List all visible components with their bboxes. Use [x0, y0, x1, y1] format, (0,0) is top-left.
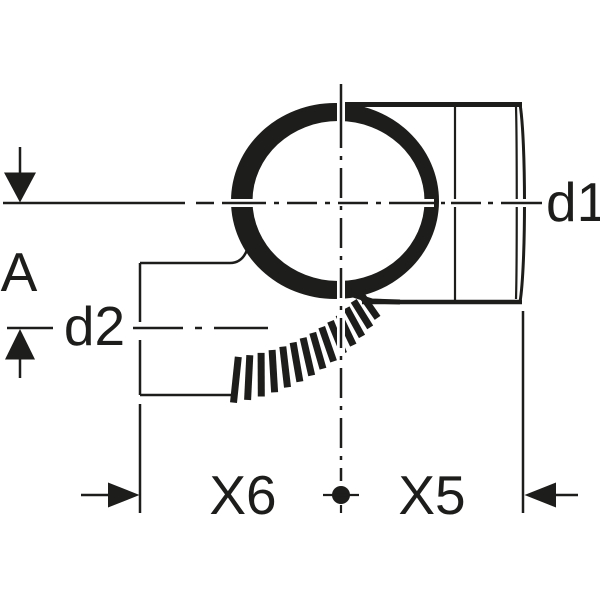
label-d2: d2	[64, 295, 125, 357]
corrugated-bend-ribs	[230, 291, 381, 403]
rib	[343, 306, 366, 339]
rib	[244, 355, 254, 401]
outlet-d2-outline	[138, 249, 249, 397]
rib	[299, 337, 316, 377]
label-x5: X5	[398, 464, 465, 526]
arrow-right-icon	[108, 482, 140, 508]
rib	[268, 349, 279, 393]
arrow-left-icon	[524, 482, 556, 508]
rib	[309, 331, 327, 370]
outlet-top-edge	[140, 249, 249, 265]
rib	[230, 356, 242, 403]
rib	[289, 341, 304, 383]
rib	[279, 346, 291, 388]
arrow-up-icon	[5, 329, 35, 360]
label-a: A	[1, 241, 38, 303]
arrow-down-icon	[4, 172, 36, 203]
dimension-a	[4, 147, 53, 378]
rib	[357, 291, 381, 320]
rib	[318, 326, 337, 363]
dimension-x6-x5	[81, 311, 578, 513]
rib	[350, 299, 374, 330]
ring-inner	[252, 121, 425, 281]
label-x6: X6	[209, 464, 276, 526]
label-d1: d1	[546, 171, 600, 233]
socket-ring	[231, 103, 439, 299]
